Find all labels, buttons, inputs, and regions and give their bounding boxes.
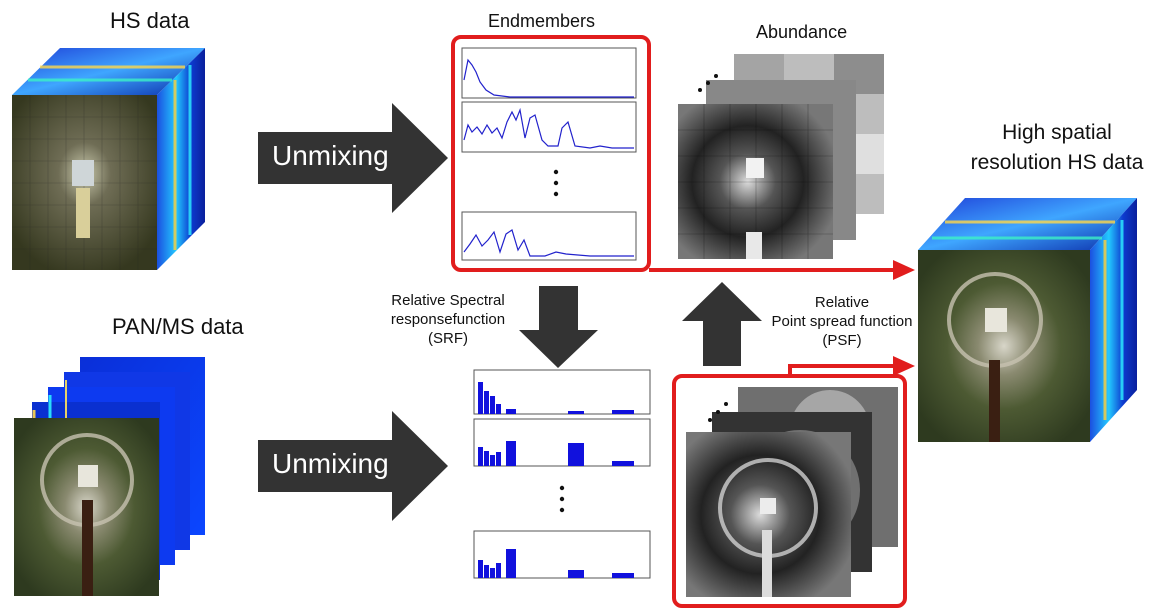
psf-label-line1: Relative xyxy=(814,294,870,311)
abundance-label: Abundance xyxy=(756,22,848,42)
srf-bar-plot-3 xyxy=(473,530,651,579)
abundance-maps xyxy=(678,54,884,259)
output-label-line2: resolution HS data xyxy=(970,151,1144,174)
endmember-spectrum-plot-1 xyxy=(461,47,637,99)
psf-label-line3: (PSF) xyxy=(822,332,862,349)
psf-label-line2: Point spread function xyxy=(771,313,913,330)
srf-label-line2: responsefunction xyxy=(390,311,506,328)
unmixing-top-label: Unmixing xyxy=(272,140,389,171)
psf-label: Relative Point spread function (PSF) xyxy=(762,293,922,350)
psf-up-arrow xyxy=(682,282,762,366)
endmembers-ellipsis xyxy=(553,169,559,197)
endmember-spectrum-plot-3 xyxy=(461,211,637,261)
srf-bar-plot-1 xyxy=(473,369,651,415)
endmembers-to-output-arrow xyxy=(649,260,915,280)
endmembers-highlight-box xyxy=(451,35,651,272)
srf-label-line1: Relative Spectral xyxy=(391,292,505,309)
unmixing-arrow-bottom xyxy=(258,411,448,521)
output-label: High spatial resolution HS data xyxy=(952,118,1162,178)
hs-data-cube xyxy=(12,48,205,270)
pan-ms-data-stack xyxy=(14,357,205,596)
srf-label-line3: (SRF) xyxy=(428,330,468,347)
output-hs-cube xyxy=(918,198,1137,442)
output-label-line1: High spatial xyxy=(1002,121,1112,144)
srf-ellipsis xyxy=(559,485,565,513)
hs-data-label: HS data xyxy=(110,8,190,33)
srf-down-arrow xyxy=(519,286,598,368)
endmembers-label: Endmembers xyxy=(488,11,596,31)
unmixing-arrow-top xyxy=(258,103,448,213)
srf-label: Relative Spectral responsefunction (SRF) xyxy=(368,291,528,348)
unmixing-bottom-label: Unmixing xyxy=(272,448,389,479)
pan-ms-data-label: PAN/MS data xyxy=(112,314,244,339)
psf-image-stack xyxy=(686,387,898,597)
endmember-spectrum-plot-2 xyxy=(461,101,637,153)
psf-to-output-arrow xyxy=(788,356,915,376)
srf-bar-plot-2 xyxy=(473,418,651,467)
